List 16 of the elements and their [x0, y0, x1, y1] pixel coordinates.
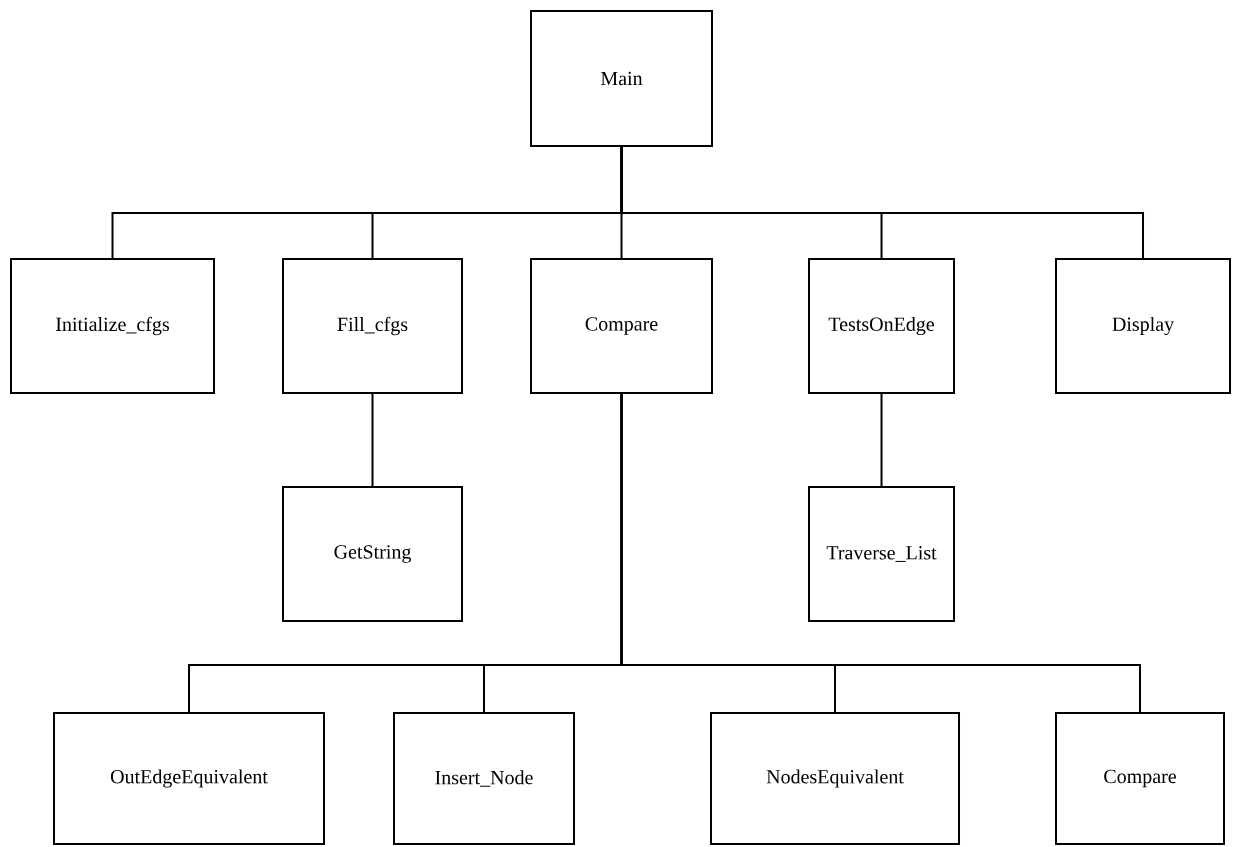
process-box: Compare: [1055, 712, 1225, 845]
process-box: NodesEquivalent: [710, 712, 960, 845]
process-box: TestsOnEdge: [808, 258, 955, 394]
process-box: Fill_cfgs: [282, 258, 463, 394]
process-box: Main: [530, 10, 713, 147]
process-box: Initialize_cfgs: [10, 258, 215, 394]
process-box: Display: [1055, 258, 1231, 394]
connector-line: [880, 393, 883, 487]
process-box: Traverse_List: [808, 486, 955, 622]
process-box: GetString: [282, 486, 463, 622]
connector-line: [371, 393, 374, 487]
connector-line: [620, 146, 1144, 259]
process-box: Compare: [530, 258, 713, 394]
process-box: Insert_Node: [393, 712, 575, 845]
process-box: OutEdgeEquivalent: [53, 712, 325, 845]
connector-line: [620, 393, 1141, 713]
